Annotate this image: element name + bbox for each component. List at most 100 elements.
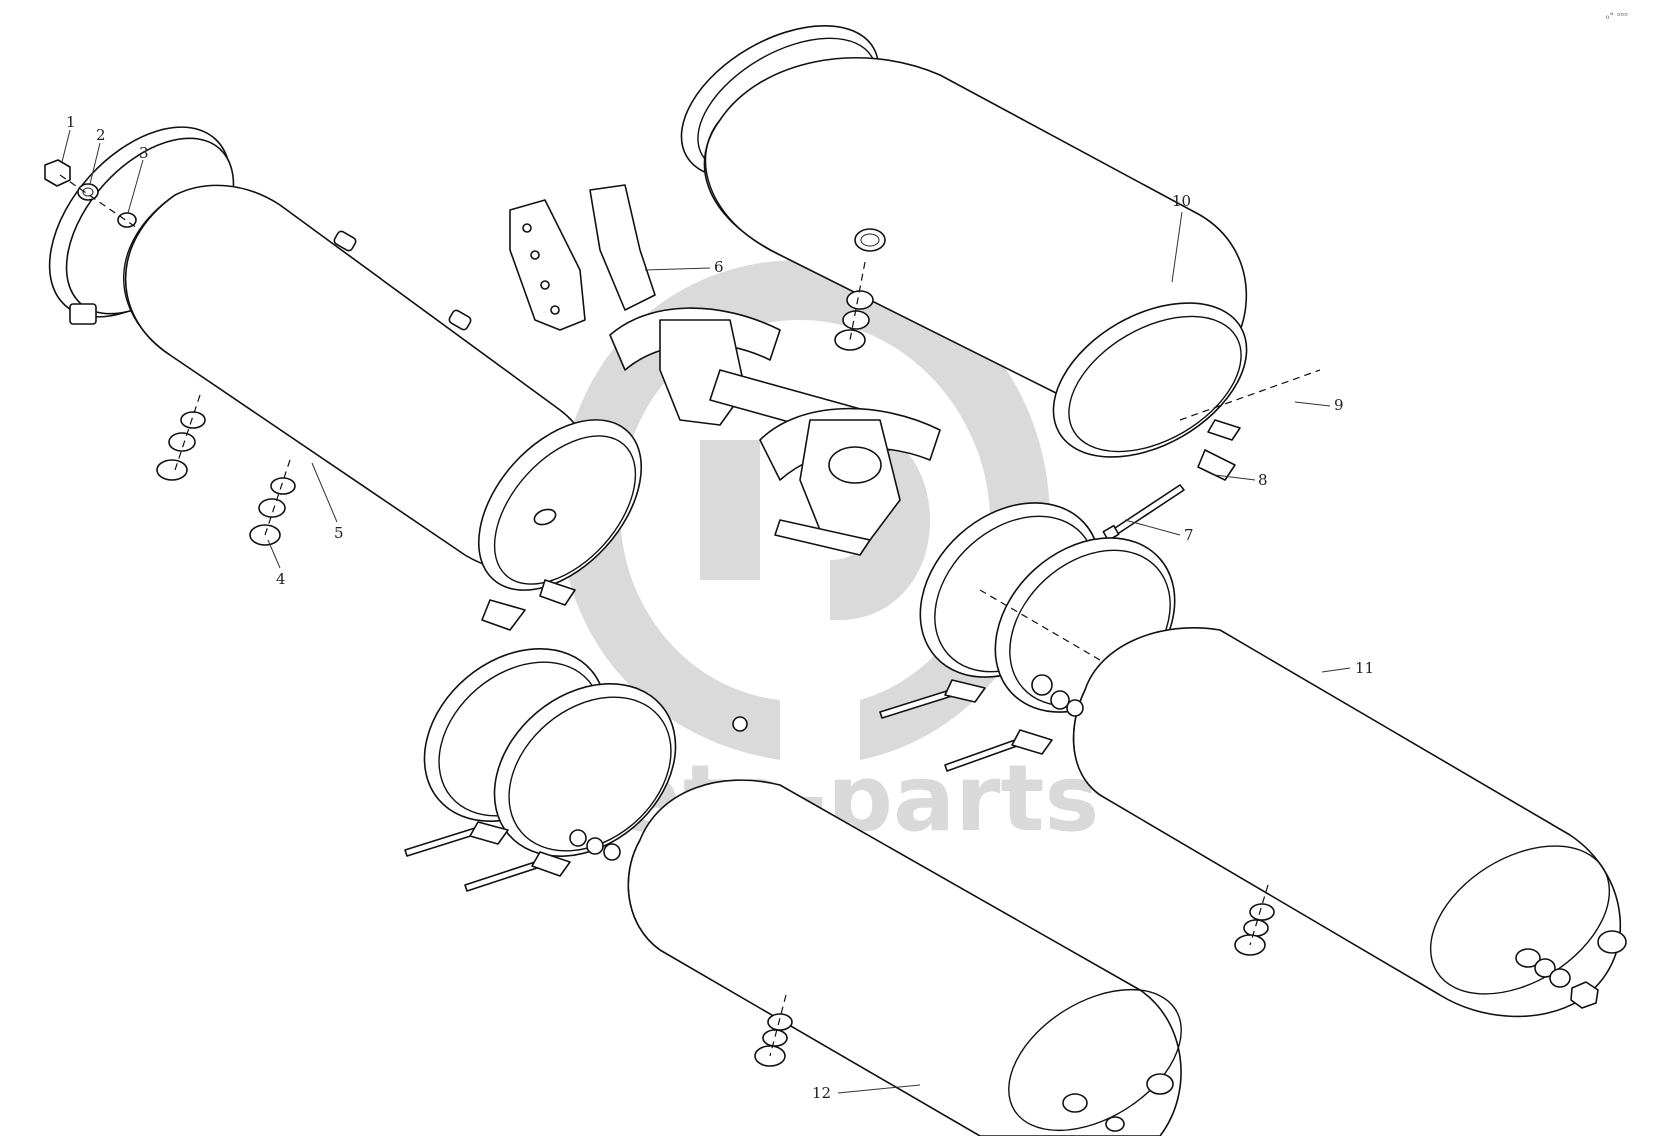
callout-10: 10 — [1172, 192, 1191, 210]
tank-5-drain-hole — [533, 508, 557, 526]
tank-10-plug — [834, 329, 866, 351]
tank-top-right — [680, 25, 1321, 542]
leader-7 — [1124, 519, 1181, 536]
callout-3: 3 — [139, 144, 149, 162]
axis-line-9 — [1179, 369, 1321, 421]
bracket-6-arm — [589, 184, 656, 311]
bracket-6-hole-1 — [522, 223, 532, 233]
callout-11: 11 — [1355, 659, 1374, 677]
tank-5-strap-end — [539, 579, 576, 606]
tank-11-port-1 — [1597, 930, 1627, 954]
bracket-6-foot — [774, 519, 871, 556]
axis-line-4b — [264, 459, 291, 536]
leader-3 — [127, 159, 144, 214]
callouts: 1 2 3 4 5 6 7 8 9 10 11 12 — [66, 113, 1374, 1102]
tank-12-port-2 — [1062, 1093, 1088, 1113]
tank-10-bracket — [1197, 449, 1236, 481]
tank-11-drain-washer-2 — [1243, 919, 1269, 937]
leader-lines — [61, 129, 1351, 1094]
tank-5-body-endcap — [123, 194, 176, 356]
tank-10-port-inner — [860, 233, 880, 247]
callout-8: 8 — [1258, 471, 1268, 489]
axis-line-11-drain — [1249, 884, 1269, 946]
tank-12-endcap-front — [627, 839, 661, 951]
fitting-2-washer-inner — [82, 187, 94, 197]
tank-bottom — [627, 779, 1182, 1136]
tank-5-port-top-2 — [448, 309, 472, 331]
tank-5-drain-washer-b1 — [270, 477, 296, 495]
tank-11-port-2 — [1515, 948, 1541, 968]
tank-5-port-top-1 — [333, 230, 357, 252]
callout-2: 2 — [96, 126, 106, 144]
band-bl-nut-1 — [569, 829, 587, 847]
band-bl-bolt-1 — [404, 827, 478, 857]
tank-11-fitting-3 — [1066, 699, 1084, 717]
tank-12-endcap — [1008, 988, 1182, 1132]
leader-2 — [89, 142, 101, 185]
axis-line-12-drain — [769, 994, 787, 1057]
tank-10-band-right-inner — [1068, 315, 1242, 453]
band-mid-bracket-1 — [944, 679, 986, 703]
leader-5 — [311, 462, 338, 523]
tank-5-drain-washer-b2 — [258, 498, 286, 518]
mounting-bracket-assembly — [509, 184, 941, 556]
tank-5-bracket-left — [69, 303, 97, 325]
bracket-6-plate — [509, 199, 586, 331]
tank-12-port-1 — [1146, 1073, 1174, 1095]
tank-11-endcap-front — [1072, 689, 1101, 796]
corner-mark: ℴ° ᵒᵒᵒ — [1605, 12, 1628, 22]
tank-11-plug-nut — [1570, 981, 1599, 1009]
band-mid-bracket-2 — [1011, 729, 1053, 755]
tank-11-washer-b — [1549, 968, 1571, 988]
callout-12: 12 — [812, 1084, 831, 1102]
leader-1 — [61, 129, 71, 163]
bracket-6-center-hole — [828, 446, 882, 484]
bracket-6-hole-4 — [550, 305, 560, 315]
leader-6 — [644, 267, 711, 271]
callout-1: 1 — [66, 113, 76, 131]
callout-9: 9 — [1334, 396, 1344, 414]
tank-5-bracket-right — [481, 599, 526, 631]
band-bl-nut-2 — [586, 837, 604, 855]
axis-line-4 — [174, 394, 201, 471]
callout-5: 5 — [334, 524, 344, 542]
band-bl-2 — [493, 682, 677, 858]
leader-9 — [1294, 401, 1331, 407]
callout-7: 7 — [1184, 526, 1194, 544]
tank-10-port — [854, 228, 886, 252]
tank-top-left — [44, 126, 643, 631]
fitting-2-washer — [77, 183, 99, 201]
axis-line-1 — [59, 174, 141, 231]
tank-5-drain-washer-a2 — [168, 432, 196, 452]
leader-11 — [1321, 667, 1351, 673]
tank-5-drain-washer-a1 — [180, 411, 206, 429]
band-bl-2-inner — [508, 696, 672, 852]
tank-11-fitting-2 — [1050, 690, 1070, 710]
band-bl-bracket-1 — [469, 821, 509, 845]
bracket-6-hole-2 — [530, 250, 540, 260]
tank-10-strap-end — [1207, 419, 1241, 441]
leader-8 — [1214, 474, 1256, 481]
bracket-6-cradle-plate — [659, 319, 746, 426]
tank-12-drain-washer-2 — [762, 1029, 788, 1047]
tank-10-endcap — [704, 119, 781, 256]
fitting-1-nut — [44, 159, 71, 187]
band-bl-bolt-2 — [464, 861, 538, 892]
tank-12-washer-a — [1105, 1116, 1125, 1132]
bracket-6-hole-3 — [540, 280, 550, 290]
tank-5-band-right-inner — [493, 435, 637, 585]
tank-5-drain-plug-b — [249, 524, 281, 546]
callout-4: 4 — [276, 570, 286, 588]
axis-line-10 — [849, 261, 866, 341]
bolt-7 — [1111, 484, 1185, 536]
tank-10-washer-2 — [842, 310, 870, 330]
floating-nut — [732, 716, 748, 732]
leader-12 — [837, 1084, 921, 1094]
leader-10 — [1171, 211, 1183, 283]
leader-4 — [267, 539, 281, 569]
band-bl-nut-3 — [603, 843, 621, 861]
tank-5-drain-plug-a — [156, 459, 188, 481]
tank-12-drain-washer-1 — [767, 1013, 793, 1031]
clamp-bands-bottom-left — [404, 647, 748, 892]
